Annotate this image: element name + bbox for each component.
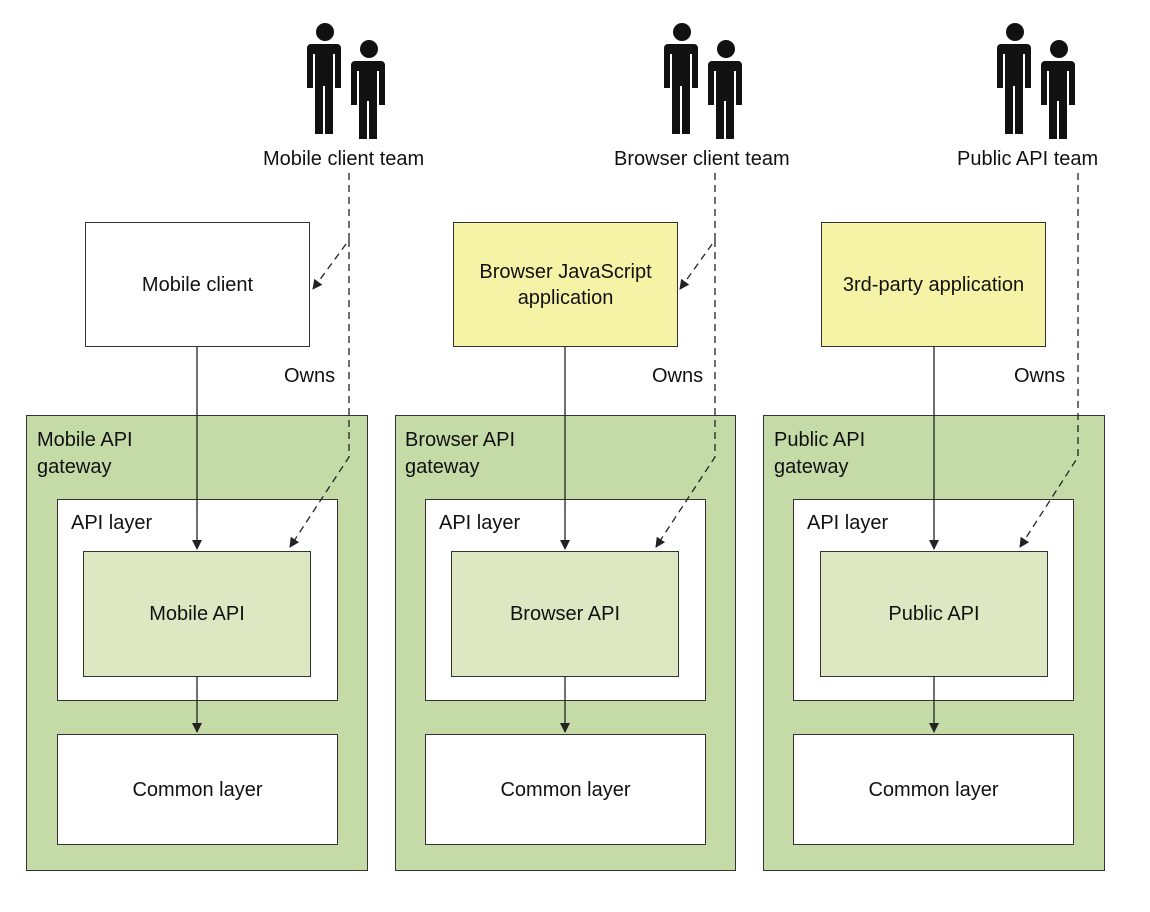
browser-api-layer-label: API layer [439,512,521,534]
mobile-client-label: Mobile client [141,273,254,296]
public-gateway-label: Public API gateway [774,427,865,481]
browser-gateway-label: Browser API gateway [405,427,515,481]
mobile-team-label: Mobile client team [263,148,425,170]
mobile-common-layer: Common layer [57,734,338,845]
browser-client-label-line-2: application [517,286,614,309]
browser-api-label: Browser API [509,603,621,625]
browser-client-label-line-1: Browser JavaScript [479,260,652,283]
mobile-gateway-label-line-2: gateway [37,456,112,478]
third-party-app-box: 3rd-party application [821,222,1046,347]
public-common-layer-label: Common layer [868,778,999,801]
public-common-layer: Common layer [793,734,1074,845]
browser-owns-label: Owns [652,365,704,387]
browser-team-label: Browser client team [614,148,790,170]
public-api-label: Public API [888,603,980,625]
browser-client-box: Browser JavaScript application [453,222,678,347]
public-api-box: Public API [820,551,1048,677]
public-team-label: Public API team [957,148,1099,170]
browser-owns-client-arrow [679,173,716,290]
public-api-layer-label: API layer [807,512,889,534]
browser-api-box: Browser API [451,551,679,677]
mobile-gateway-label-line-1: Mobile API [37,429,133,451]
public-gateway-label-line-1: Public API [774,429,866,451]
mobile-owns-client-arrow [312,173,350,290]
mobile-common-layer-label: Common layer [132,778,263,801]
mobile-client-box: Mobile client [85,222,310,347]
browser-team-people-icon [662,22,752,142]
mobile-api-box: Mobile API [83,551,311,677]
browser-common-layer: Common layer [425,734,706,845]
mobile-api-label: Mobile API [149,603,245,625]
public-team-people-icon [995,22,1085,142]
mobile-owns-label: Owns [284,365,336,387]
browser-gateway-label-line-2: gateway [405,456,480,478]
browser-gateway-label-line-1: Browser API [405,429,516,451]
mobile-api-layer-label: API layer [71,512,153,534]
public-owns-label: Owns [1014,365,1066,387]
third-party-app-label: 3rd-party application [842,273,1025,296]
public-gateway-label-line-2: gateway [774,456,849,478]
browser-common-layer-label: Common layer [500,778,631,801]
browser-client-label: Browser JavaScript application [479,259,651,311]
mobile-team-people-icon [305,22,395,142]
mobile-gateway-label: Mobile API gateway [37,427,133,481]
